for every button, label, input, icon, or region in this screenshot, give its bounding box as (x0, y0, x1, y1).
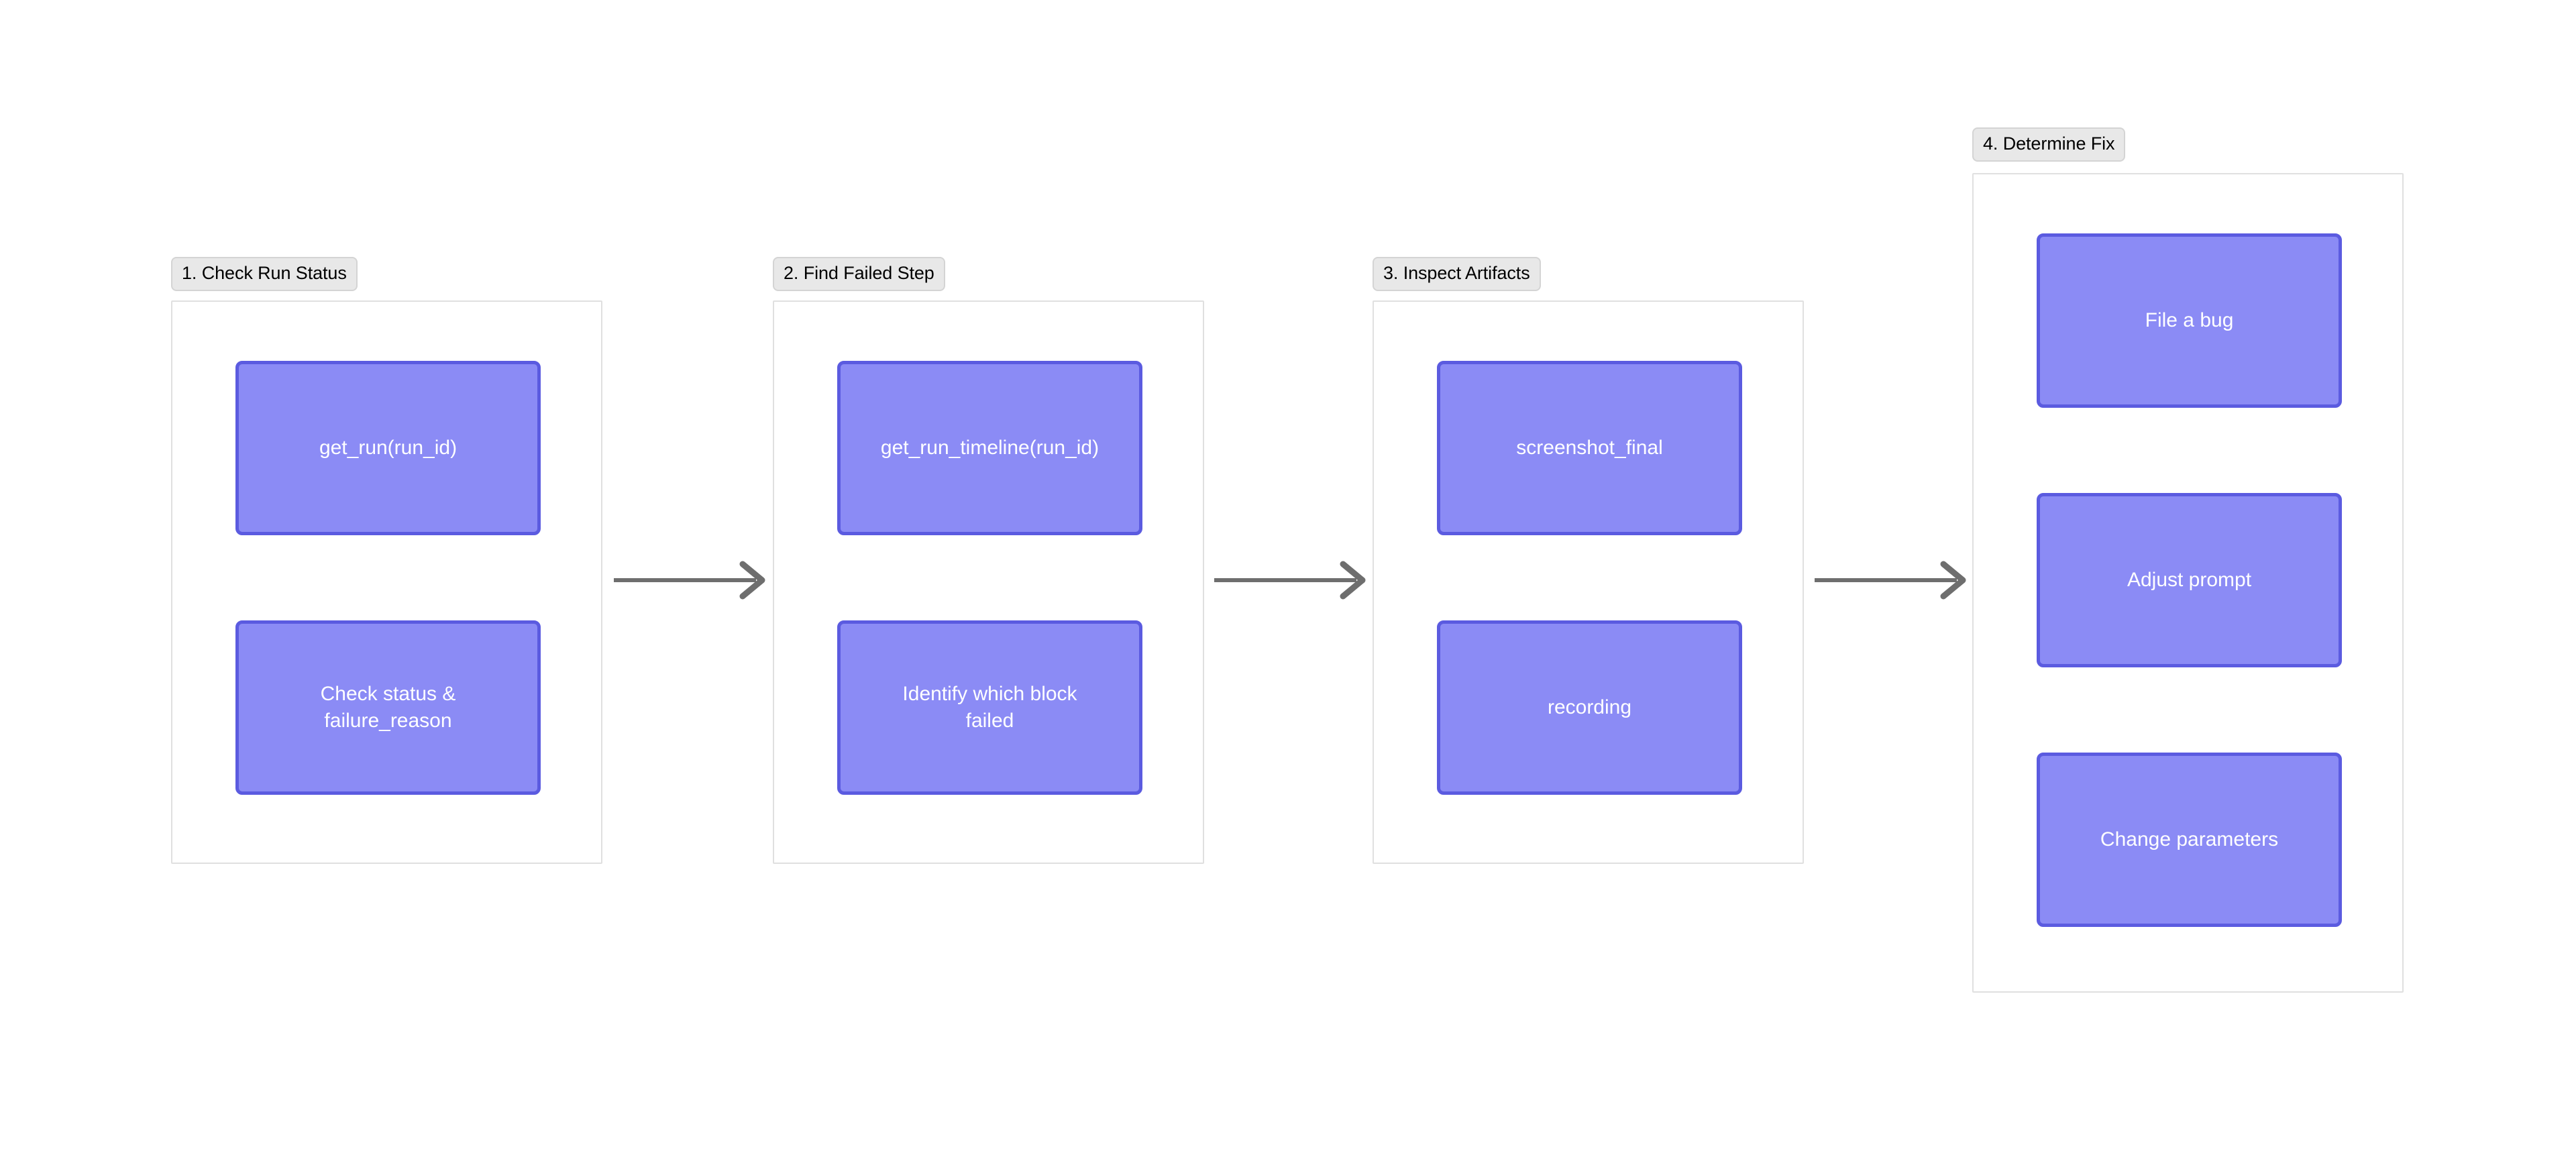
node-label: Adjust prompt (2127, 569, 2252, 592)
arrow-head-icon (1340, 561, 1366, 600)
arrow-group2-to-group3 (1214, 561, 1366, 600)
node-identify-block[interactable]: Identify which block failed (837, 620, 1142, 795)
node-change-parameters[interactable]: Change parameters (2037, 753, 2342, 927)
group-label-inspect-artifacts: 3. Inspect Artifacts (1373, 257, 1541, 291)
node-label: get_run(run_id) (319, 437, 458, 459)
node-adjust-prompt[interactable]: Adjust prompt (2037, 493, 2342, 667)
node-get-run[interactable]: get_run(run_id) (235, 361, 541, 535)
group-container-find-failed-step: get_run_timeline(run_id) Identify which … (773, 300, 1204, 864)
node-screenshot-final[interactable]: screenshot_final (1437, 361, 1742, 535)
node-get-run-timeline[interactable]: get_run_timeline(run_id) (837, 361, 1142, 535)
node-label: Check status & failure_reason (320, 683, 456, 732)
arrow-head-icon (1940, 561, 1966, 600)
group-label-find-failed-step: 2. Find Failed Step (773, 257, 945, 291)
node-check-status[interactable]: Check status & failure_reason (235, 620, 541, 795)
group-label-determine-fix: 4. Determine Fix (1972, 127, 2126, 162)
node-recording[interactable]: recording (1437, 620, 1742, 795)
node-label: Change parameters (2100, 828, 2279, 851)
group-label-check-run-status: 1. Check Run Status (171, 257, 358, 291)
arrow-head-icon (739, 561, 765, 600)
node-label: recording (1547, 696, 1632, 719)
node-label: Identify which block failed (902, 683, 1077, 732)
group-container-check-run-status: get_run(run_id) Check status & failure_r… (171, 300, 602, 864)
node-label: get_run_timeline(run_id) (880, 437, 1099, 459)
group-container-determine-fix: File a bug Adjust prompt Change paramete… (1972, 173, 2404, 993)
node-label: screenshot_final (1516, 437, 1663, 459)
arrow-group1-to-group2 (614, 561, 765, 600)
group-container-inspect-artifacts: screenshot_final recording (1373, 300, 1804, 864)
node-file-a-bug[interactable]: File a bug (2037, 233, 2342, 408)
arrow-group3-to-group4 (1815, 561, 1966, 600)
node-label: File a bug (2145, 309, 2234, 332)
